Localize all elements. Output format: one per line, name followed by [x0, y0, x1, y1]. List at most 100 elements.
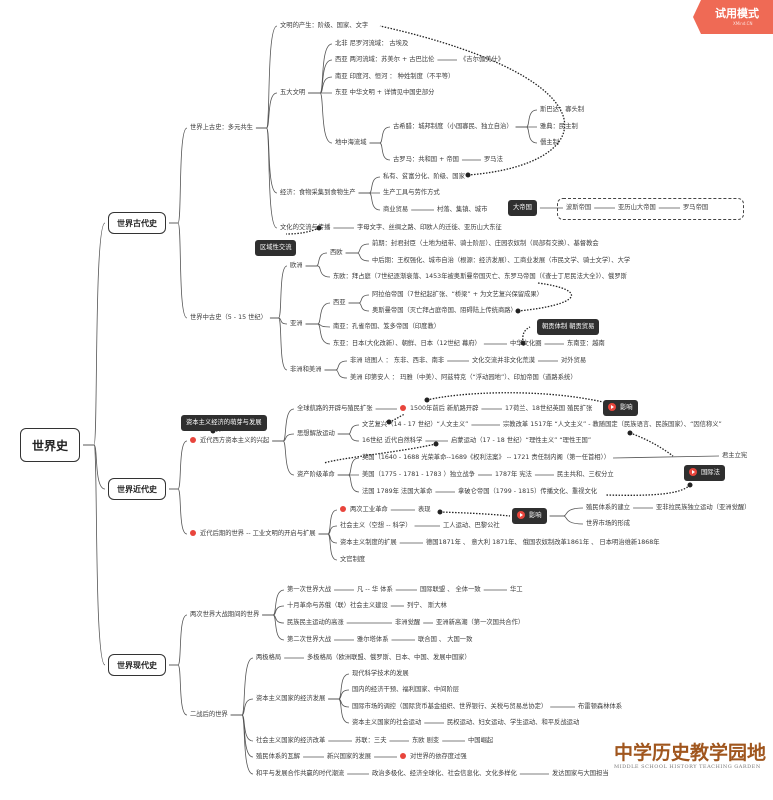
node-colonial-system[interactable]: 殖民体系的建立 [586, 504, 631, 511]
node-enlightenment[interactable]: 启蒙运动（17 - 18 世纪）“理性主义” “理性王国” [451, 437, 592, 444]
node-trade[interactable]: 商业贸易 [383, 206, 409, 213]
node-china-rise[interactable]: 中国崛起 [468, 737, 494, 744]
tag-impact-2[interactable]: 影响 [512, 508, 547, 524]
node-sparta[interactable]: 斯巴达：寡头制 [540, 106, 585, 113]
node-economy[interactable]: 经济：食物采集到食物生产 [280, 189, 356, 196]
node-europe[interactable]: 欧洲 [290, 262, 303, 269]
node-ussr[interactable]: 苏联：三夫 [355, 737, 387, 744]
node-expansion[interactable]: 资本主义制度的扩展 [340, 539, 397, 546]
node-bipolar[interactable]: 两极格局 [256, 654, 282, 661]
node-asia-tide[interactable]: 亚洲新高潮（第一次国共合作） [436, 619, 525, 626]
node-medieval-w-asia[interactable]: 西亚 [333, 299, 346, 306]
node-e-europe[interactable]: 东欧：拜占庭（7世纪逐渐衰落、1453年被奥斯曼帝国灭亡、东罗马帝国（《查士丁尼… [333, 273, 627, 280]
node-independence[interactable]: 亚非拉民族独立运动（亚洲觉醒） [656, 504, 751, 511]
node-bretton[interactable]: 布雷顿森林体系 [578, 703, 623, 710]
node-rome[interactable]: 古罗马：共和国 + 帝国 [393, 156, 459, 163]
root-node[interactable]: 世界史 [20, 428, 80, 462]
node-w-asia[interactable]: 西亚 两河流域：苏美尔 + 古巴比伦 [335, 56, 435, 63]
node-renaissance[interactable]: 文艺复兴（14 - 17 世纪）“人文主义” [362, 421, 469, 428]
node-n-africa[interactable]: 北非 尼罗河流域： 古埃及 [335, 40, 409, 47]
trial-mode-badge[interactable]: 试用模式 XMind.CN [693, 0, 773, 34]
node-late-modern[interactable]: 近代后期的世界 -- 工业文明的开启与扩展 [190, 529, 316, 539]
node-ottoman[interactable]: 奥斯曼帝国（灭亡拜占庭帝国、阻碍陆上传统商路） [372, 307, 517, 314]
node-england[interactable]: 英国（1640 - 1688 光荣革命--1689《权利法案》 -- 1721 … [362, 454, 611, 461]
node-persia[interactable]: 波斯帝国 [566, 204, 592, 211]
node-workers[interactable]: 工人运动、巴黎公社 [443, 522, 500, 529]
node-greece[interactable]: 古希腊：城邦制度（小国寡民、独立自治） [393, 123, 513, 130]
node-peace[interactable]: 和平与发展合作共赢的时代潮流 [256, 770, 345, 777]
node-socialism[interactable]: 社会主义（空想 -- 科学） [340, 522, 412, 529]
node-social-mov[interactable]: 资本主义国家的社会运动 [352, 719, 422, 726]
node-world-market[interactable]: 世界市场的形成 [586, 520, 631, 527]
node-france[interactable]: 法国 1789年 法国大革命 [362, 488, 433, 495]
node-industrial[interactable]: 两次工业革命 [340, 505, 388, 515]
node-thought[interactable]: 思想解放运动 [297, 430, 335, 437]
node-africa-trade[interactable]: 对外贸易 [561, 357, 587, 364]
node-culture[interactable]: 文化的交流与传播 [280, 224, 331, 231]
node-tools[interactable]: 生产工具与劳作方式 [383, 189, 440, 196]
node-mediterranean[interactable]: 地中海流域 [335, 139, 367, 146]
node-contemporary[interactable]: 世界现代史 [108, 654, 166, 676]
node-const-monarchy[interactable]: 君主立宪 [722, 452, 748, 459]
node-alexander[interactable]: 亚历山大帝国 [618, 204, 656, 211]
node-republic[interactable]: 民主共和、三权分立 [557, 471, 614, 478]
node-expansion-items[interactable]: 德国1871年 、 意大利 1871年、 俄国农奴制改革1861年 、 日本明治… [426, 539, 660, 546]
node-s-asia[interactable]: 南亚 印度河、恒河 ： 种姓制度（不平等） [335, 73, 455, 80]
node-science[interactable]: 16世纪 近代自然科学 [362, 437, 423, 444]
node-colonial[interactable]: 17荷兰、18世纪英国 殖民扩张 [505, 405, 593, 412]
node-tyrant[interactable]: 僭主制 [540, 139, 559, 146]
node-movements[interactable]: 民权运动、妇女运动、学生运动、和平反战运动 [447, 719, 580, 726]
node-reformation[interactable]: 宗教改革 1517年 “人文主义” - 教随国定（民族语言、民族国家）、“因信称… [503, 421, 722, 428]
node-w-europe[interactable]: 西欧 [330, 249, 343, 256]
node-america[interactable]: 美洲 印第安人 ： 玛雅（中美）、阿兹特克（“浮动园地”）、印加帝国（道路系统） [350, 374, 577, 381]
node-league[interactable]: 国际联盟 、 全体一致 [420, 586, 481, 593]
node-medieval-e-asia[interactable]: 东亚：日本(大化改新）、朝鲜、日本（12世纪 幕府） [333, 340, 481, 347]
node-towns[interactable]: 村落、集镇、城市 [437, 206, 488, 213]
node-ancient[interactable]: 世界古代史 [108, 212, 166, 234]
node-africa[interactable]: 非洲 班图人 ： 东非、西非、南非 [350, 357, 445, 364]
node-yalta[interactable]: 雅尔塔体系 [357, 636, 389, 643]
node-modern-early[interactable]: 世界近代史 [108, 478, 166, 500]
node-decolon[interactable]: 殖民体系的瓦解 [256, 753, 301, 760]
node-national[interactable]: 民族民主运动的高涨 [287, 619, 344, 626]
node-constitution[interactable]: 1787年 宪法 [495, 471, 532, 478]
node-routes[interactable]: 全球航路的开辟与殖民扩张 [297, 405, 373, 412]
tag-empire[interactable]: 大帝国 [508, 200, 537, 216]
tag-tribute[interactable]: 朝贡体制 朝贡贸易 [537, 319, 600, 335]
tag-regional-exchange[interactable]: 区域性交流 [255, 240, 297, 256]
node-interwar[interactable]: 两次世界大战期间的世界 [190, 611, 260, 618]
node-civil-service[interactable]: 文官制度 [340, 556, 366, 563]
node-tech[interactable]: 现代科学技术的发展 [352, 670, 409, 677]
node-private[interactable]: 私有、贫富分化、阶级、国家 [383, 173, 465, 180]
node-africa-culture[interactable]: 文化交流并非文化荒漠 [472, 357, 535, 364]
node-roman-empire[interactable]: 罗马帝国 [683, 204, 709, 211]
node-intl-market[interactable]: 国际市场的调控（国际货币基金组织、世界银行、关税与贸易总协定） [352, 703, 548, 710]
node-dependence[interactable]: 对世界的依存度过强 [400, 752, 467, 762]
node-asia[interactable]: 亚洲 [290, 320, 303, 327]
node-ww1[interactable]: 第一次世界大战 [287, 586, 332, 593]
node-africa-awake[interactable]: 非洲觉醒 [395, 619, 421, 626]
node-new-route[interactable]: 1500年前后 新航路开辟 [400, 404, 478, 414]
node-trends[interactable]: 政治多极化、经济全球化、社会信息化、文化多样化 [372, 770, 517, 777]
node-arab[interactable]: 阿拉伯帝国（7世纪起扩张、“桥梁” + 为文艺复兴保留成果） [372, 291, 543, 298]
node-versailles[interactable]: 凡 -- 华 体系 [357, 586, 393, 593]
node-soc-reform[interactable]: 社会主义国家的经济改革 [256, 737, 326, 744]
node-cap-econ[interactable]: 资本主义国家的经济发展 [256, 695, 326, 702]
node-new-states[interactable]: 新兴国家的发展 [327, 753, 372, 760]
node-culture-items[interactable]: 字母文字、丝绸之路、印欧人的迁徙、亚历山大东征 [357, 224, 502, 231]
node-manifest[interactable]: 表现 [418, 506, 431, 513]
node-e-europe-change[interactable]: 东欧 剧变 [412, 737, 440, 744]
node-civ-origin[interactable]: 文明的产生：阶级、国家、文字 [280, 22, 369, 29]
node-we-late[interactable]: 中后期：王权强化、城市自治（根源：经济发展）、工商业发展（市民文学、骑士文学）、… [372, 257, 631, 264]
node-intervention[interactable]: 国内的经济干预、福利国家、中间阶层 [352, 686, 460, 693]
node-athens[interactable]: 雅典：民主制 [540, 123, 578, 130]
node-october[interactable]: 十月革命与苏俄（联）社会主义建设 [287, 602, 388, 609]
tag-capitalism[interactable]: 资本主义经济的萌芽与发展 [181, 415, 267, 431]
node-un[interactable]: 联合国 、 大国一致 [418, 636, 473, 643]
node-we-early[interactable]: 前期：封君封臣（土地为纽带、骑士阶层）、庄园农奴制（局部有交换）、基督教会 [372, 240, 599, 247]
node-se-asia[interactable]: 东南亚：越南 [567, 340, 605, 347]
node-revolution[interactable]: 资产阶级革命 [297, 471, 335, 478]
node-postwar[interactable]: 二战后的世界 [190, 711, 228, 718]
node-africa-america[interactable]: 非洲和美洲 [290, 366, 322, 373]
node-gilgamesh[interactable]: 《吉尔伽美什》 [460, 56, 505, 63]
